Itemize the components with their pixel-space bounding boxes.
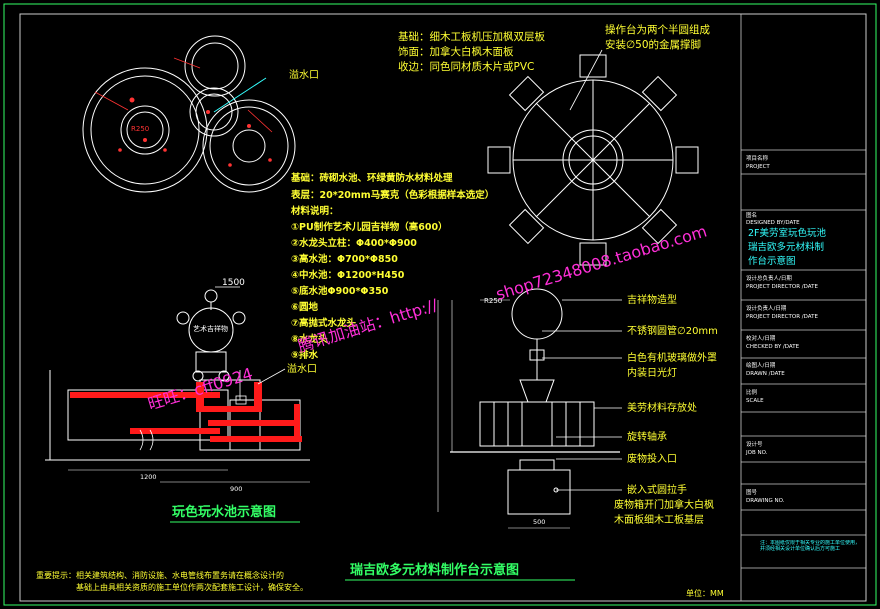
title-block-text: 项目名称 PROJECT 图名 DESIGNED BY/DATE 2F美劳室玩色… [745, 154, 827, 504]
finish-note: 表层：20*20mm马赛克（色彩根据样本选定） [290, 189, 494, 201]
mascot-dim-label: 1500 [222, 278, 245, 288]
callout-waste-bin-door: 废物箱开门加拿大白枫 [614, 498, 714, 511]
pool-plan-radius-label: R250 [131, 125, 149, 133]
designer-en: PROJECT DIRECTOR /DATE [746, 314, 818, 320]
pool-plan-markers [118, 97, 272, 167]
material-item: ④中水池：Φ1200*H450 [291, 269, 405, 281]
note-finish-face: 饰面：加拿大白枫木面板 [398, 45, 514, 58]
material-item: ⑦高抛式水龙头 [291, 317, 357, 329]
pool-elevation: 1500 艺术吉祥物 [45, 278, 317, 493]
pool-plan-dims [94, 57, 273, 133]
drawing-title-line-3: 作台示意图 [748, 255, 796, 267]
material-item: ⑨排水 [291, 349, 319, 361]
workstation-plan [512, 79, 674, 241]
callout-plywood-base: 木面板细木工板基层 [614, 513, 704, 526]
scale-en: SCALE [746, 398, 764, 404]
watermark-shop-url: shop72348008.taobao.com [494, 221, 710, 303]
unit-label: 单位：MM [686, 588, 724, 598]
callout-steel-tube: 不锈钢圆管∅20mm [627, 324, 718, 337]
pool-dim-1200: 1200 [140, 473, 157, 481]
platform-note-line-1: 操作台为两个半圆组成 [605, 23, 710, 36]
base-note: 基础：砖砌水池、环绿黄防水材料处理 [290, 172, 453, 184]
platform-note-line-2: 安装∅50的金属撑脚 [605, 38, 701, 51]
drawn-cn: 绘图人/日期 [746, 361, 776, 369]
drawing-title-line-1: 2F美劳室玩色玩池 [748, 227, 827, 239]
workstation-chairs [487, 54, 699, 266]
workstation-elevation [450, 288, 620, 515]
pool-diagram-title: 玩色玩水池示意图 [172, 504, 276, 520]
overflow-label-top: 溢水口 [289, 68, 319, 81]
callout-recessed-handle: 嵌入式圆拉手 [627, 483, 687, 496]
platform-note-leader [569, 49, 603, 111]
drawing-label-cn: 图名 [746, 211, 757, 219]
mascot [176, 289, 246, 382]
footer-note-line-1: 重要提示：相关建筑结构、消防设施、水电管线布置务请在概念设计的 [36, 570, 284, 580]
scale-cn: 比例 [746, 388, 758, 396]
material-item: ②水龙头立柱：Φ400*Φ900 [291, 237, 417, 249]
project-name-cn: 项目名称 [746, 154, 769, 162]
workstation-dim-500: 500 [533, 518, 545, 526]
checked-cn: 校对人/日期 [746, 334, 776, 342]
material-item: ⑤底水池Φ900*Φ350 [291, 285, 389, 297]
drawing-no-en: DRAWING NO. [746, 498, 785, 504]
drawing-label-en: DESIGNED BY/DATE [746, 220, 800, 226]
drawn-en: DRAWN /DATE [746, 371, 785, 377]
callout-waste-inlet: 废物投入口 [627, 452, 677, 465]
drawing-no-cn: 图号 [746, 488, 758, 496]
pool-elevation-outline [45, 370, 310, 461]
materials-list: ①PU制作艺术儿园吉祥物（高600） ②水龙头立柱：Φ400*Φ900 ③高水池… [291, 221, 448, 361]
drawing-title-line-2: 瑞吉欧多元材料制 [748, 241, 824, 253]
workstation-radius-label: R250 [484, 297, 502, 305]
inner-border [19, 13, 867, 602]
footer-note-line-2: 基础上由具相关资质的施工单位作两次配套施工设计，确保安全。 [76, 582, 308, 592]
mascot-label: 艺术吉祥物 [193, 324, 228, 333]
callout-material-storage: 美劳材料存放处 [627, 401, 697, 414]
pool-elevation-dims [68, 469, 310, 483]
material-item: ⑥圆地 [291, 301, 319, 313]
outer-border [3, 3, 877, 606]
callout-fluorescent-lamp: 内装日光灯 [627, 366, 677, 379]
director-cn: 设计总负责人/日期 [746, 274, 792, 282]
job-en: JOB NO. [745, 450, 768, 456]
title-block [740, 14, 866, 601]
material-item: ⑧水龙头 [291, 333, 328, 345]
job-cn: 设计号 [746, 440, 763, 448]
note-edge-trim: 收边：同色同材质木片或PVC [398, 60, 534, 73]
title-block-fineprint-box: 注：本图纸仅限于相关专业的施工单位使用，并须经相关设计单位确认后方可施工 [760, 540, 861, 552]
overflow-leader [257, 368, 286, 385]
callout-acrylic-cover: 白色有机玻璃做外罩 [627, 351, 717, 364]
project-name-en: PROJECT [746, 164, 770, 170]
note-base-board: 基础：细木工板机压加枫双层板 [398, 30, 545, 43]
designer-cn: 设计负责人/日期 [746, 304, 787, 312]
material-item: ①PU制作艺术儿园吉祥物（高600） [291, 221, 448, 233]
materials-title: 材料说明： [290, 205, 339, 217]
director-en: PROJECT DIRECTOR /DATE [746, 284, 818, 290]
station-diagram-title: 瑞吉欧多元材料制作台示意图 [350, 562, 519, 578]
pool-pipes [139, 370, 247, 451]
title-block-fineprint: 注：本图纸仅限于相关专业的施工单位使用，并须经相关设计单位确认后方可施工 [760, 540, 861, 552]
workstation-dims [437, 299, 570, 529]
material-item: ③高水池：Φ700*Φ850 [291, 253, 398, 265]
workstation-callouts: 吉祥物造型 不锈钢圆管∅20mm 白色有机玻璃做外罩 内装日光灯 美劳材料存放处… [542, 293, 718, 526]
pool-waterproof-bands [70, 382, 302, 442]
callout-mascot-shape: 吉祥物造型 [627, 293, 677, 306]
overflow-label-mid: 溢水口 [287, 362, 317, 375]
pool-plan [82, 35, 296, 193]
pool-dim-900: 900 [230, 485, 242, 493]
checked-en: CHECKED BY /DATE [746, 344, 800, 350]
callout-rotating-bearing: 旋转轴承 [627, 430, 667, 443]
